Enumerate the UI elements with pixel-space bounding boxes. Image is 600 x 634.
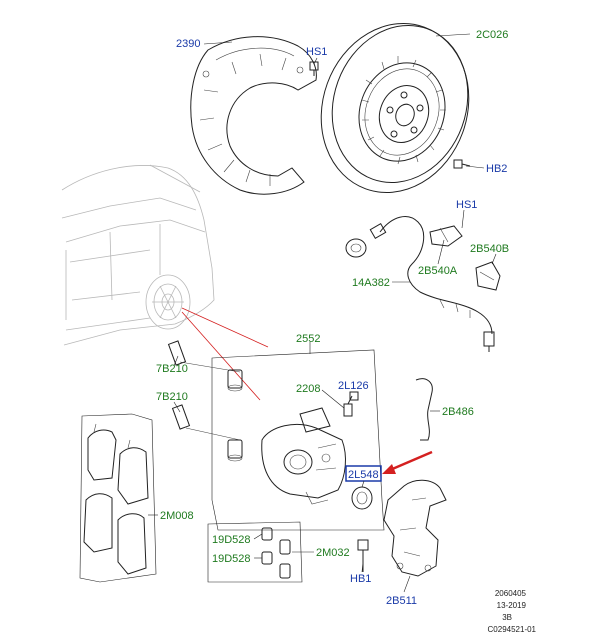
callout-2b486[interactable]: 2B486 — [442, 406, 474, 418]
brake-dust-shield — [190, 36, 317, 195]
brake-disc — [320, 23, 470, 193]
callout-hs1-shield[interactable]: HS1 — [306, 46, 327, 58]
callout-hs1-sensor[interactable]: HS1 — [456, 199, 477, 211]
callout-2b540a[interactable]: 2B540A — [418, 265, 458, 277]
anti-rattle-spring — [415, 378, 433, 441]
piston-seal — [351, 486, 373, 510]
brake-wear-sensor — [345, 216, 495, 352]
caliper-carrier — [383, 479, 447, 577]
callout-19d528-lower[interactable]: 19D528 — [212, 553, 251, 565]
footer-date: 13-2019 — [497, 601, 527, 610]
brake-pad-set — [79, 413, 157, 583]
wheel-pointer-lines — [181, 307, 269, 401]
footer-revision: 3B — [502, 613, 512, 622]
figure-reference: 2060405 13-2019 3B C0294521-01 — [488, 589, 537, 634]
bleed-screw — [343, 391, 359, 417]
callout-leaders — [148, 33, 497, 593]
highlight-arrow — [382, 450, 433, 474]
carrier-bolt — [357, 539, 369, 572]
footer-figure-id: C0294521-01 — [488, 625, 537, 634]
callout-2m008[interactable]: 2M008 — [160, 510, 194, 522]
callout-hb2[interactable]: HB2 — [486, 163, 507, 175]
callout-2m032[interactable]: 2M032 — [316, 547, 350, 559]
callout-2b540b[interactable]: 2B540B — [470, 243, 509, 255]
callout-19d528-upper[interactable]: 19D528 — [212, 534, 251, 546]
callout-2b511[interactable]: 2B511 — [386, 595, 417, 607]
callout-labels: 2390 HS1 2C026 HB2 HS1 2B540B 2B540A 14A… — [156, 29, 509, 607]
callout-2l126[interactable]: 2L126 — [338, 380, 369, 392]
callout-hb1[interactable]: HB1 — [350, 573, 371, 585]
sensor-bracket — [475, 261, 501, 291]
vehicle-outline — [61, 164, 215, 346]
caliper-assembly-frame — [211, 349, 385, 531]
guide-pin-lower — [171, 404, 241, 441]
callout-7b210-upper[interactable]: 7B210 — [156, 363, 188, 375]
pin-bushing-lower — [227, 439, 243, 462]
sensor-clip — [429, 225, 463, 247]
callout-14a382[interactable]: 14A382 — [352, 277, 390, 289]
shield-screw — [309, 61, 319, 76]
callout-2c026[interactable]: 2C026 — [476, 29, 508, 41]
callout-2l548[interactable]: 2L548 — [348, 469, 379, 481]
callout-2208[interactable]: 2208 — [296, 383, 320, 395]
footer-code: 2060405 — [495, 589, 527, 598]
callout-7b210-lower[interactable]: 7B210 — [156, 391, 188, 403]
caliper-body — [261, 407, 346, 505]
callout-2390[interactable]: 2390 — [176, 38, 200, 50]
disc-bolt — [453, 159, 471, 169]
pin-bushing-upper — [227, 369, 243, 392]
callout-2552[interactable]: 2552 — [296, 333, 320, 345]
guide-pin-kit — [207, 521, 303, 583]
piston-seal-highlight-box — [345, 465, 382, 482]
